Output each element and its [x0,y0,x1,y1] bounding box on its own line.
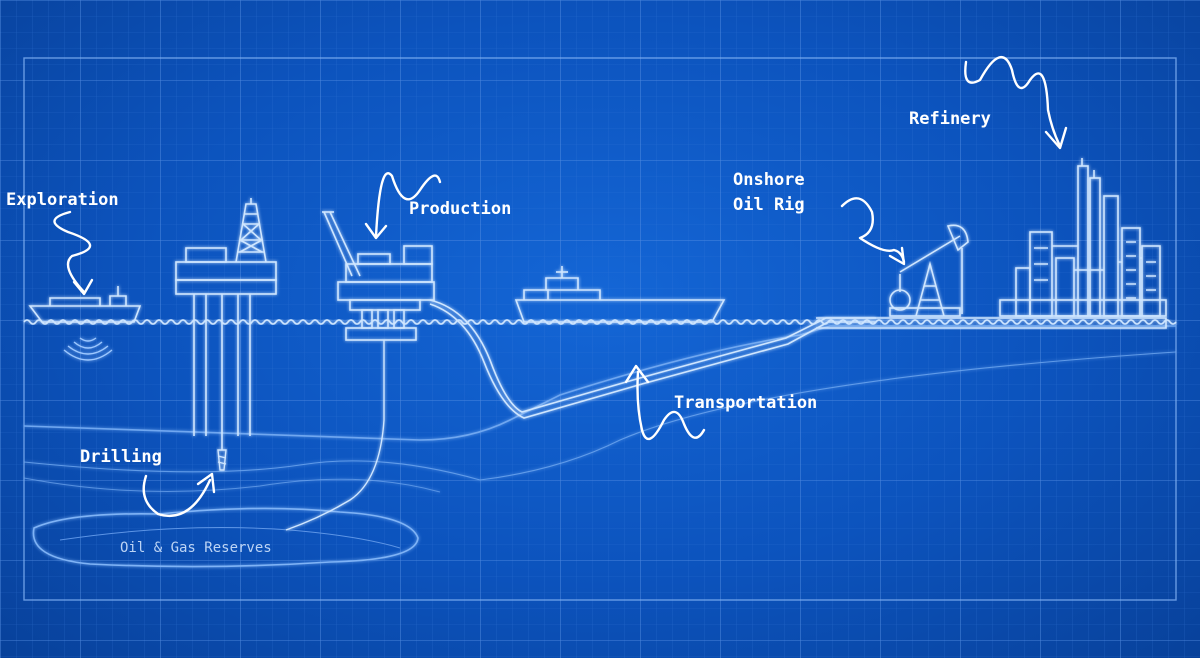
arrow-onshore [840,197,906,264]
label-production: Production [409,199,511,219]
production-platform-icon [322,211,435,341]
tanker-ship-icon [514,266,726,323]
arrow-refinery-head [1044,126,1068,150]
label-onshore-line2: Oil Rig [733,195,805,215]
label-refinery: Refinery [909,109,991,129]
shoreline [816,317,1167,329]
arrow-production-head [364,222,388,240]
inner-frame [23,57,1177,601]
label-exploration: Exploration [6,190,119,210]
label-onshore-line1: Onshore [733,170,805,190]
pumpjack-icon [889,224,969,317]
arrow-exploration [53,210,92,294]
label-transportation: Transportation [674,393,817,413]
arrow-refinery [964,56,1062,148]
label-reserves: Oil & Gas Reserves [120,540,272,556]
seabed-lines [23,325,1177,493]
survey-ship-icon [28,286,142,323]
arrow-drilling [142,474,212,517]
arrow-exploration-head [72,278,94,296]
label-drilling: Drilling [80,447,162,467]
reservoir-inner [59,527,401,549]
pipeline-icon [429,299,876,419]
refinery-icon [999,158,1167,317]
arrow-onshore-head [888,246,906,266]
annotation-arrows [53,56,1068,517]
sonar-icon [63,337,113,361]
riser-line [285,340,385,531]
drill-bit-icon [217,449,227,471]
arrow-transportation-head [624,364,650,384]
arrow-transportation [636,370,706,441]
drilling-rig-icon [175,198,277,450]
arrow-production [374,172,442,238]
arrow-drilling-head [196,472,216,494]
